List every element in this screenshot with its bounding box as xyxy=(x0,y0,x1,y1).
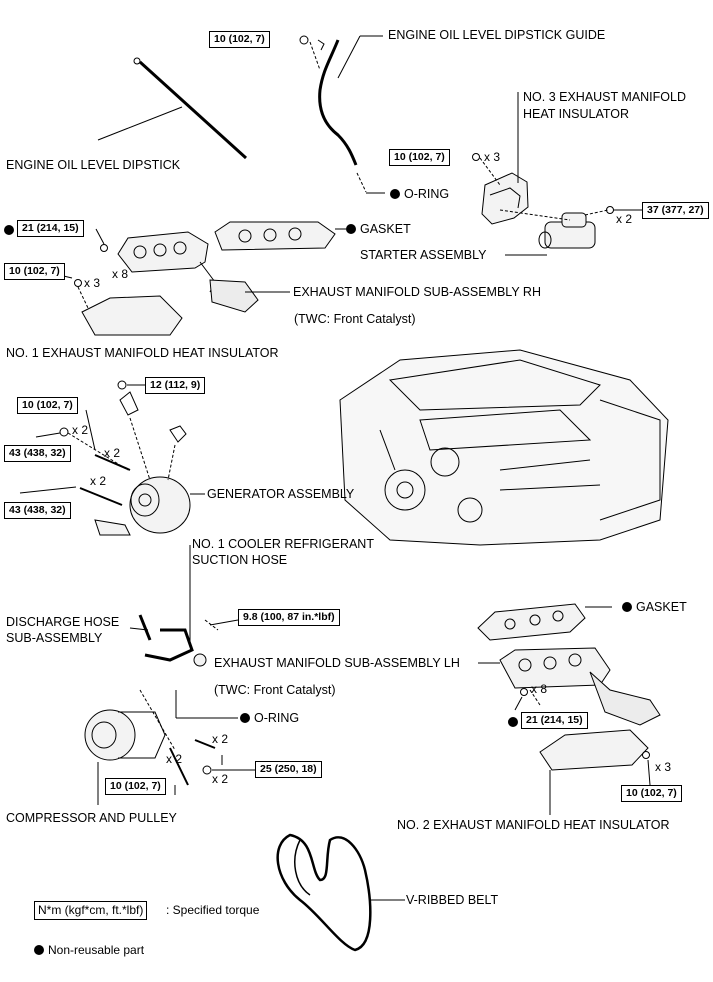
dipstick-drawing xyxy=(97,57,248,160)
label-o-ring-top: O-RING xyxy=(390,187,449,202)
qty-no1: x 3 xyxy=(84,276,101,290)
nonreusable-marker xyxy=(34,945,44,955)
torque-comp-25: 25 (250, 18) xyxy=(255,761,322,778)
label-v-belt: V-RIBBED BELT xyxy=(406,893,499,907)
qty-gen3: x 2 xyxy=(90,474,107,488)
legend-torque-text: : Specified torque xyxy=(166,903,260,917)
compressor-drawing xyxy=(84,689,255,805)
legend-nonreusable: Non-reusable part xyxy=(34,943,144,958)
nonreusable-marker xyxy=(622,602,632,612)
v-belt-drawing xyxy=(276,833,405,952)
qty-gen2: x 2 xyxy=(104,446,121,460)
qty-gen1: x 2 xyxy=(72,423,89,437)
label-twc-rh: (TWC: Front Catalyst) xyxy=(294,312,416,326)
dipstick-guide-drawing xyxy=(299,35,385,194)
torque-no1: 10 (102, 7) xyxy=(4,263,65,280)
label-compressor: COMPRESSOR AND PULLEY xyxy=(6,811,177,825)
label-no3-insulator-line1: NO. 3 EXHAUST MANIFOLD xyxy=(523,90,686,104)
label-no3-insulator-line2: HEAT INSULATOR xyxy=(523,107,630,121)
label-cooler-hose-line2: SUCTION HOSE xyxy=(192,553,288,567)
exhaust-manifold-rh-drawing xyxy=(95,228,290,313)
label-o-ring-bottom: O-RING xyxy=(240,711,299,726)
label-no2-insulator: NO. 2 EXHAUST MANIFOLD HEAT INSULATOR xyxy=(397,818,670,832)
nonreusable-marker xyxy=(390,189,400,199)
qty-starter: x 2 xyxy=(616,212,633,226)
torque-no3: 10 (102, 7) xyxy=(389,149,450,166)
torque-hose: 9.8 (100, 87 in.*lbf) xyxy=(238,609,340,626)
label-dipstick-guide: ENGINE OIL LEVEL DIPSTICK GUIDE xyxy=(388,28,606,42)
qty-comp1: x 2 xyxy=(212,732,229,746)
qty-rh: x 8 xyxy=(112,267,129,281)
nonreusable-marker xyxy=(240,713,250,723)
torque-comp-10: 10 (102, 7) xyxy=(105,778,166,795)
torque-lh-nut: 21 (214, 15) xyxy=(521,712,588,729)
label-exhaust-rh: EXHAUST MANIFOLD SUB-ASSEMBLY RH xyxy=(293,285,541,299)
generator-drawing xyxy=(19,380,205,536)
starter-drawing xyxy=(499,206,642,256)
label-gasket-lh: GASKET xyxy=(622,600,687,615)
hoses-drawing xyxy=(129,545,239,719)
label-starter: STARTER ASSEMBLY xyxy=(360,248,487,262)
gasket-rh-drawing xyxy=(214,221,346,251)
qty-no3: x 3 xyxy=(484,150,501,164)
label-dipstick: ENGINE OIL LEVEL DIPSTICK xyxy=(6,158,181,172)
torque-no2: 10 (102, 7) xyxy=(621,785,682,802)
torque-gen-43a: 43 (438, 32) xyxy=(4,445,71,462)
qty-comp3: x 2 xyxy=(212,772,229,786)
qty-lh: x 8 xyxy=(531,682,548,696)
label-generator: GENERATOR ASSEMBLY xyxy=(207,487,355,501)
label-gasket-top: GASKET xyxy=(346,222,411,237)
torque-rh-nut: 21 (214, 15) xyxy=(17,220,84,237)
nonreusable-marker xyxy=(4,225,14,235)
nonreusable-marker xyxy=(508,717,518,727)
label-exhaust-lh: EXHAUST MANIFOLD SUB-ASSEMBLY LH xyxy=(214,656,460,670)
torque-guide: 10 (102, 7) xyxy=(209,31,270,48)
no3-insulator-drawing xyxy=(472,92,529,225)
torque-gen-43b: 43 (438, 32) xyxy=(4,502,71,519)
label-no1-insulator: NO. 1 EXHAUST MANIFOLD HEAT INSULATOR xyxy=(6,346,279,360)
no2-insulator-drawing xyxy=(539,729,651,815)
label-discharge-line1: DISCHARGE HOSE xyxy=(6,615,120,629)
torque-gen-top: 12 (112, 9) xyxy=(145,377,206,394)
label-cooler-hose-line1: NO. 1 COOLER REFRIGERANT xyxy=(192,537,374,551)
exhaust-manifold-lh-drawing xyxy=(477,603,661,726)
qty-no2: x 3 xyxy=(655,760,672,774)
legend-torque-box: N*m (kgf*cm, ft.*lbf) xyxy=(34,901,148,920)
torque-gen-bolt: 10 (102, 7) xyxy=(17,397,78,414)
label-discharge-line2: SUB-ASSEMBLY xyxy=(6,631,103,645)
engine-drawing xyxy=(339,349,669,546)
label-twc-lh: (TWC: Front Catalyst) xyxy=(214,683,336,697)
torque-starter: 37 (377, 27) xyxy=(642,202,709,219)
qty-comp2: x 2 xyxy=(166,752,183,766)
nonreusable-marker xyxy=(346,224,356,234)
